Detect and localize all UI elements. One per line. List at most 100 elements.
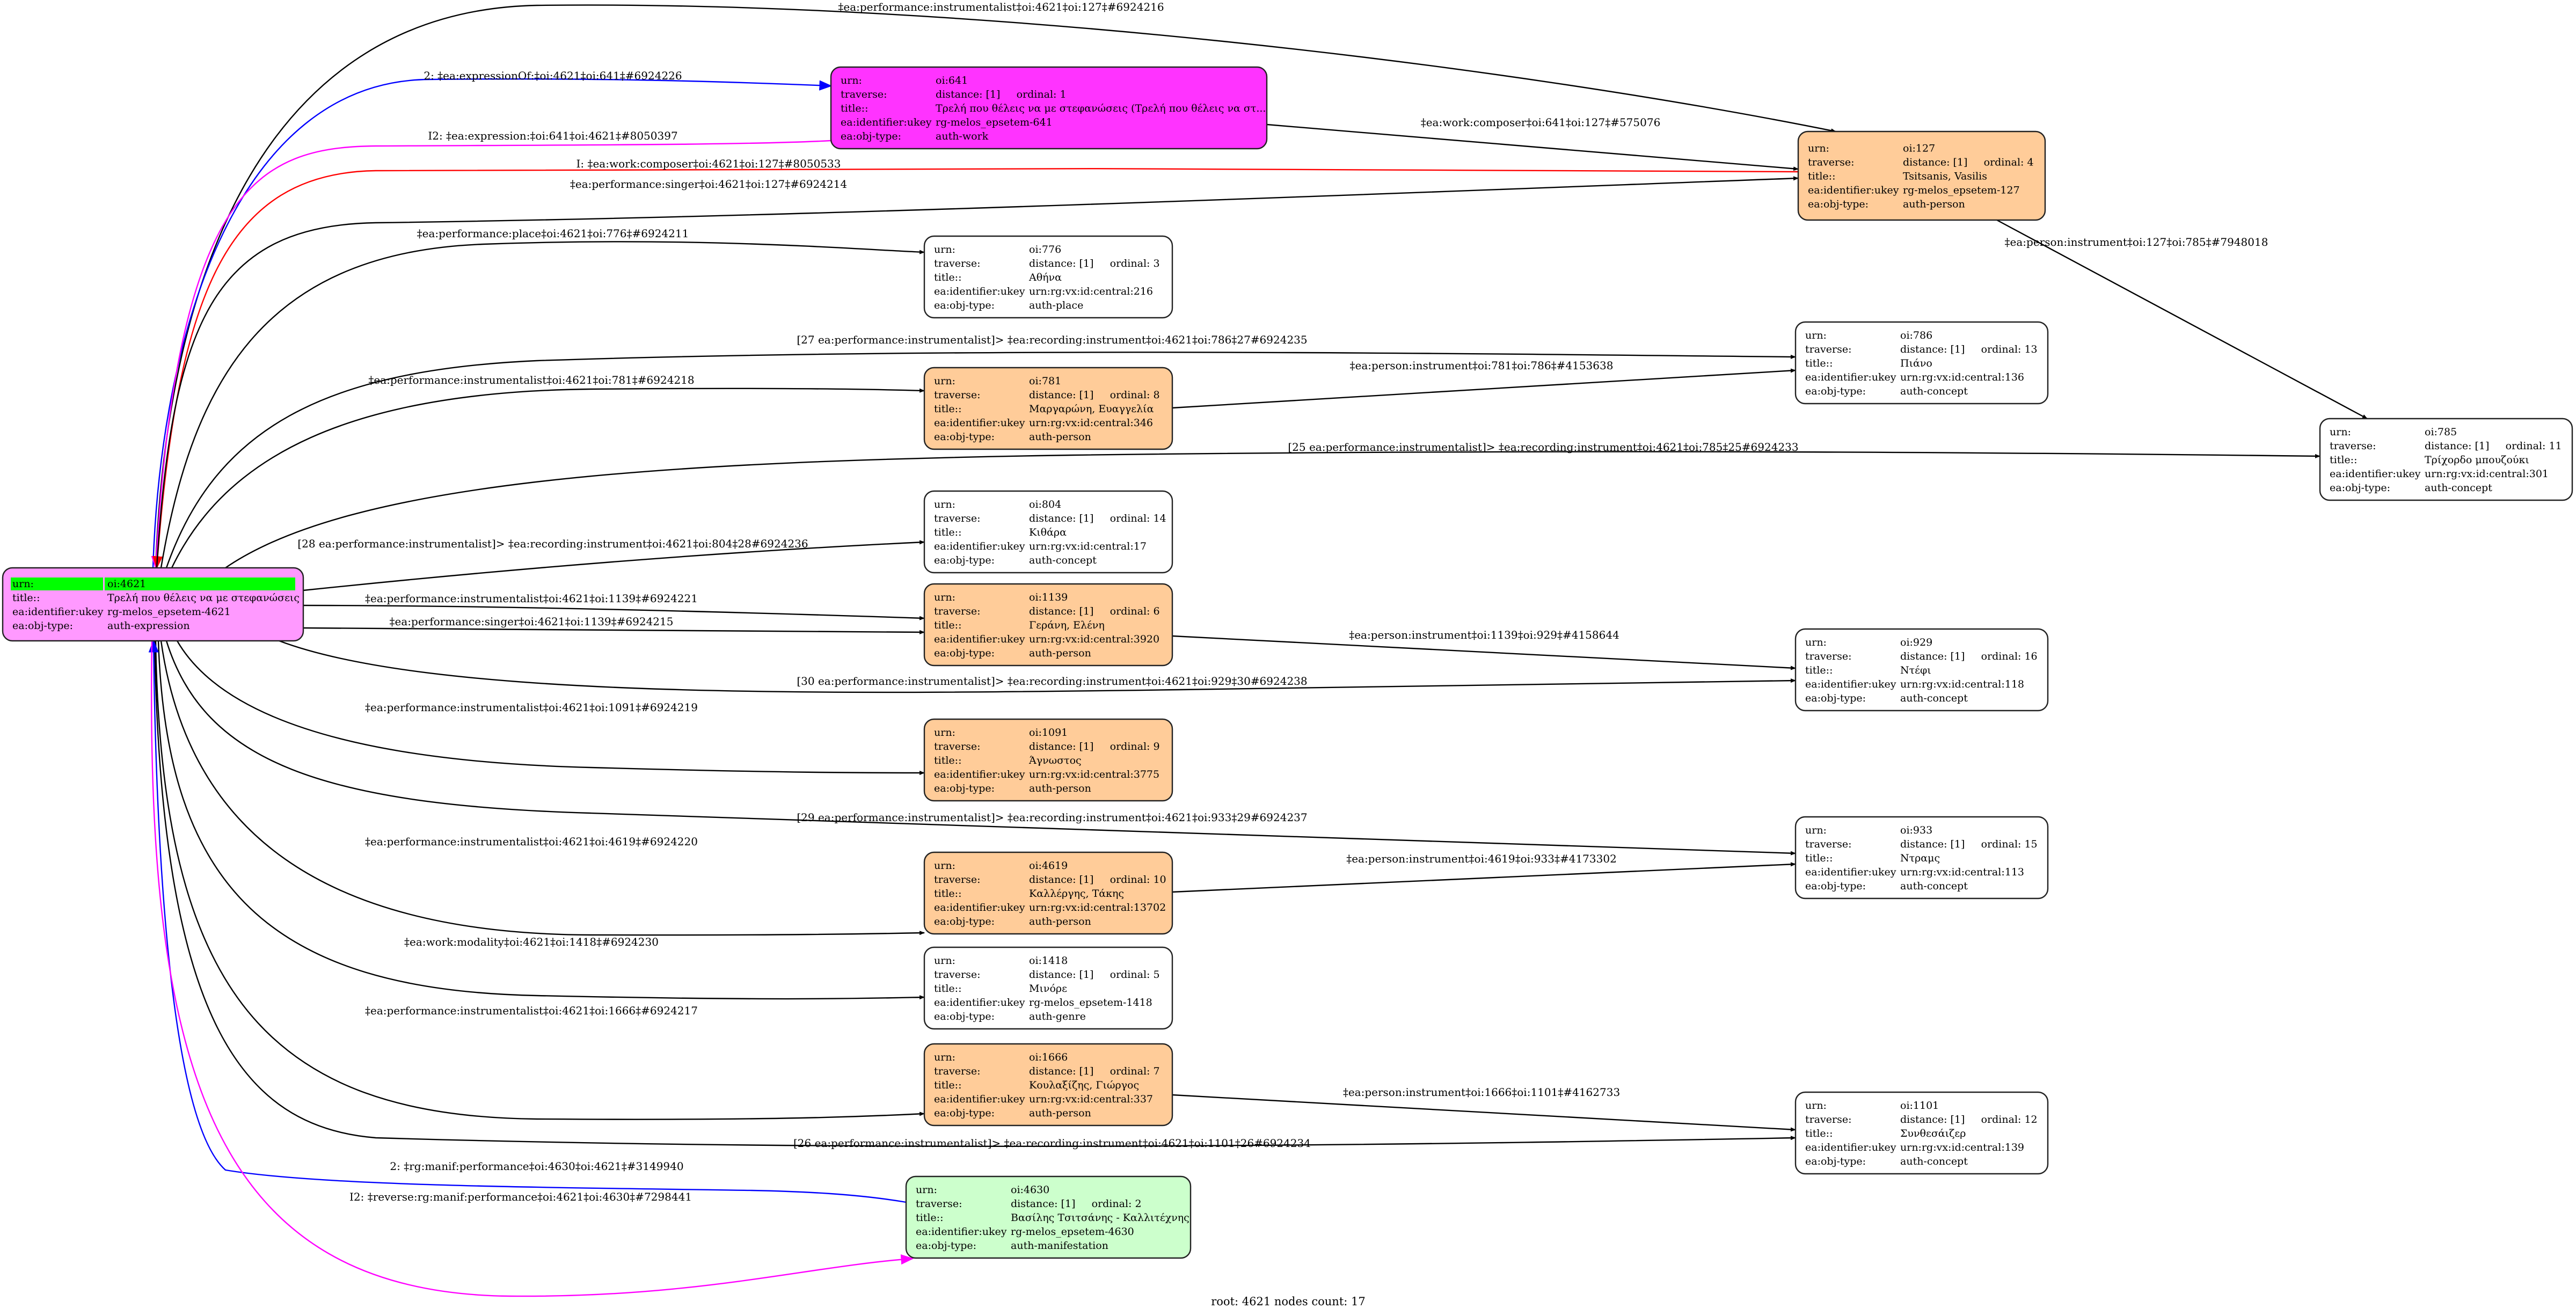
field-label-title: title::: [841, 103, 868, 114]
field-label-title: title::: [934, 755, 961, 766]
edge-n4621-to-n929: [279, 640, 1796, 693]
field-label-objtype: ea:obj-type:: [2330, 482, 2390, 494]
field-label-title: title::: [934, 272, 961, 283]
field-value-title: Τρελή που θέλεις να με στεφανώσεις (Τρελ…: [936, 103, 1266, 114]
field-label-urn: urn:: [934, 244, 955, 255]
field-value-traverse: distance: [1] ordinal: 13: [1900, 343, 2038, 355]
node-box[interactable]: [923, 946, 1173, 1030]
edge-label: ‡ea:person:instrument‡oi:781‡oi:786‡#415…: [1350, 359, 1614, 372]
field-value-urn: oi:786: [1900, 330, 1932, 341]
edge-label: ‡ea:performance:instrumentalist‡oi:4621‡…: [838, 1, 1164, 13]
field-value-ukey: urn:rg:vx:id:central:17: [1029, 540, 1147, 552]
node-box[interactable]: [1797, 130, 2046, 221]
field-label-ukey: ea:identifier:ukey: [934, 633, 1025, 645]
field-value-objtype: auth-concept: [2425, 482, 2492, 494]
field-value-title: Γεράνη, Ελένη: [1029, 619, 1105, 631]
node-box[interactable]: [1794, 628, 2049, 712]
node-box[interactable]: [923, 583, 1173, 667]
edge-labels-layer: ‡ea:performance:instrumentalist‡oi:4621‡…: [297, 1, 2268, 1203]
node-box[interactable]: [923, 718, 1173, 802]
field-value-traverse: distance: [1] ordinal: 2: [1011, 1198, 1142, 1210]
field-label-urn: urn:: [1805, 330, 1827, 341]
edge-n4621-to-n1101: [154, 640, 1796, 1147]
field-label-urn: urn:: [934, 955, 955, 967]
field-value-objtype: auth-work: [936, 130, 989, 142]
field-value-traverse: distance: [1] ordinal: 8: [1029, 389, 1160, 401]
field-label-objtype: ea:obj-type:: [934, 916, 995, 927]
field-value-urn: oi:127: [1903, 143, 1935, 155]
node-box[interactable]: [923, 490, 1173, 574]
field-label-urn: urn:: [934, 375, 955, 387]
field-label-ukey: ea:identifier:ukey: [2330, 468, 2421, 480]
field-value-urn: oi:776: [1029, 244, 1061, 255]
node-box[interactable]: [1794, 816, 2049, 900]
field-value-ukey: urn:rg:vx:id:central:301: [2425, 468, 2549, 480]
field-label-title: title::: [934, 888, 961, 900]
field-value-title: Άγνωστος: [1028, 755, 1082, 766]
field-value-objtype: auth-concept: [1900, 880, 1968, 892]
field-value-traverse: distance: [1] ordinal: 4: [1903, 157, 2034, 169]
field-label-urn: urn:: [916, 1184, 937, 1196]
node-box[interactable]: [923, 1043, 1173, 1127]
field-value-ukey: urn:rg:vx:id:central:216: [1029, 286, 1153, 297]
field-label-traverse: traverse:: [1808, 157, 1855, 169]
node-box[interactable]: [923, 367, 1173, 450]
node-box[interactable]: [905, 1175, 1192, 1259]
edge-label: 2: ‡rg:manif:performance‡oi:4630‡oi:4621…: [390, 1160, 683, 1173]
edge-n4621-to-n804: [303, 540, 925, 591]
field-label-ukey: ea:identifier:ukey: [934, 769, 1025, 780]
field-value-objtype: auth-concept: [1900, 385, 1968, 397]
field-label-title: title::: [1805, 1128, 1833, 1139]
edge-n127-to-n785: [1996, 219, 2368, 420]
field-value-objtype: auth-person: [1029, 1107, 1091, 1119]
field-value-title: Πιάνο: [1900, 357, 1932, 369]
field-value-urn: oi:1139: [1029, 591, 1068, 603]
field-label-ukey: ea:identifier:ukey: [934, 286, 1025, 297]
field-label-title: title::: [2330, 454, 2357, 466]
field-label-urn: urn:: [12, 578, 34, 590]
field-value-ukey: urn:rg:vx:id:central:337: [1029, 1093, 1153, 1105]
edge-label: [27 ea:performance:instrumentalist]> ‡ea…: [797, 333, 1307, 346]
field-value-ukey: urn:rg:vx:id:central:118: [1900, 678, 2024, 690]
node-box[interactable]: [1794, 1091, 2049, 1175]
field-label-title: title::: [934, 527, 961, 538]
field-label-traverse: traverse:: [916, 1198, 962, 1210]
field-value-ukey: rg-melos_epsetem-641: [936, 116, 1053, 128]
node-box[interactable]: [1794, 321, 2049, 405]
edge-label: I: ‡ea:work:composer‡oi:4621‡oi:127‡#805…: [576, 157, 841, 170]
field-label-title: title::: [1808, 171, 1835, 182]
field-label-traverse: traverse:: [1805, 838, 1852, 850]
field-label-ukey: ea:identifier:ukey: [934, 417, 1025, 429]
field-label-ukey: ea:identifier:ukey: [12, 606, 104, 618]
field-value-traverse: distance: [1] ordinal: 14: [1029, 513, 1166, 524]
node-box[interactable]: [830, 66, 1268, 150]
node-box[interactable]: [923, 235, 1173, 319]
field-label-title: title::: [1805, 852, 1833, 864]
field-label-objtype: ea:obj-type:: [934, 554, 995, 566]
field-value-urn: oi:781: [1029, 375, 1061, 387]
node-box[interactable]: [2319, 418, 2573, 501]
field-label-ukey: ea:identifier:ukey: [1805, 678, 1896, 690]
node-box[interactable]: [923, 851, 1173, 935]
field-label-objtype: ea:obj-type:: [1805, 385, 1866, 397]
field-label-traverse: traverse:: [1805, 650, 1852, 662]
field-label-traverse: traverse:: [1805, 1114, 1852, 1125]
